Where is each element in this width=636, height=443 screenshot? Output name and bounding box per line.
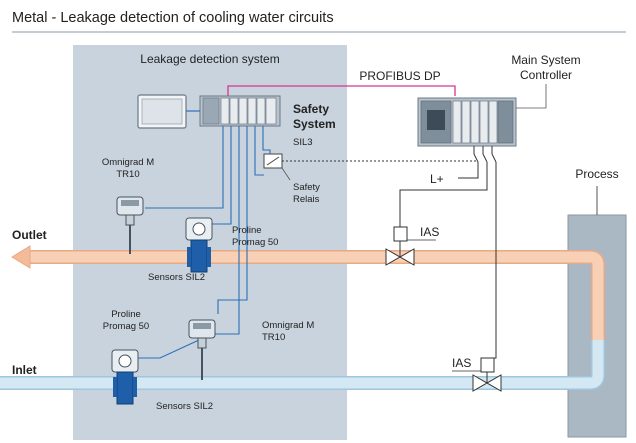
leakage-system-heading: Leakage detection system (140, 52, 279, 66)
profibus-label: PROFIBUS DP (359, 69, 440, 83)
promag-bottom-icon (111, 349, 139, 405)
outlet-arrow-icon (11, 245, 31, 269)
promag-bottom-label: Proline (111, 309, 141, 320)
valve-top-wire (399, 162, 488, 227)
omnigrad-top-icon (116, 196, 144, 254)
relais-contact (266, 156, 280, 166)
safety-relais-label: Safety (293, 182, 320, 193)
main-controller-modules (420, 100, 514, 144)
promag-top-icon (185, 217, 213, 273)
outlet-label: Outlet (12, 228, 47, 242)
promag-top-label: Proline (232, 225, 262, 236)
signal-cables (145, 126, 271, 335)
omnigrad-top-label: Omnigrad M (102, 157, 154, 168)
outlet-valve (385, 226, 415, 266)
safety-system-label: Safety (293, 102, 329, 116)
main-controller-label-2: Controller (520, 68, 572, 82)
omnigrad-bottom-icon (188, 319, 216, 380)
outlet-pipe (28, 251, 604, 340)
inlet-valve (472, 357, 502, 392)
omnigrad-bottom-label-2: TR10 (262, 332, 285, 343)
process-label: Process (575, 167, 618, 181)
lplus-wire (458, 162, 479, 179)
hmi-screen (141, 98, 183, 125)
profibus-line (227, 85, 456, 96)
safety-plc-modules (202, 97, 277, 125)
main-controller-label: Main System (511, 53, 580, 67)
ias-top-label: IAS (420, 225, 439, 239)
relais-leader (281, 167, 291, 181)
inlet-label: Inlet (12, 363, 37, 377)
sil3-label: SIL3 (293, 137, 313, 148)
diagram-title: Metal - Leakage detection of cooling wat… (12, 10, 334, 26)
inlet-pipe (0, 340, 604, 389)
promag-top-label-2: Promag 50 (232, 237, 278, 248)
controller-contacts (473, 146, 497, 163)
promag-bottom-label-2: Promag 50 (103, 321, 149, 332)
lplus-label: L+ (430, 172, 444, 186)
controller-leader (516, 84, 547, 109)
omnigrad-bottom-label: Omnigrad M (262, 320, 314, 331)
sensors-bottom-label: Sensors SIL2 (156, 401, 213, 412)
safety-system-label-2: System (293, 117, 336, 131)
ias-bottom-label: IAS (452, 356, 471, 370)
sensors-top-label: Sensors SIL2 (148, 272, 205, 283)
promag-bottom-cable (138, 333, 213, 359)
safety-relais-label-2: Relais (293, 194, 320, 205)
omnigrad-top-label-2: TR10 (116, 169, 139, 180)
